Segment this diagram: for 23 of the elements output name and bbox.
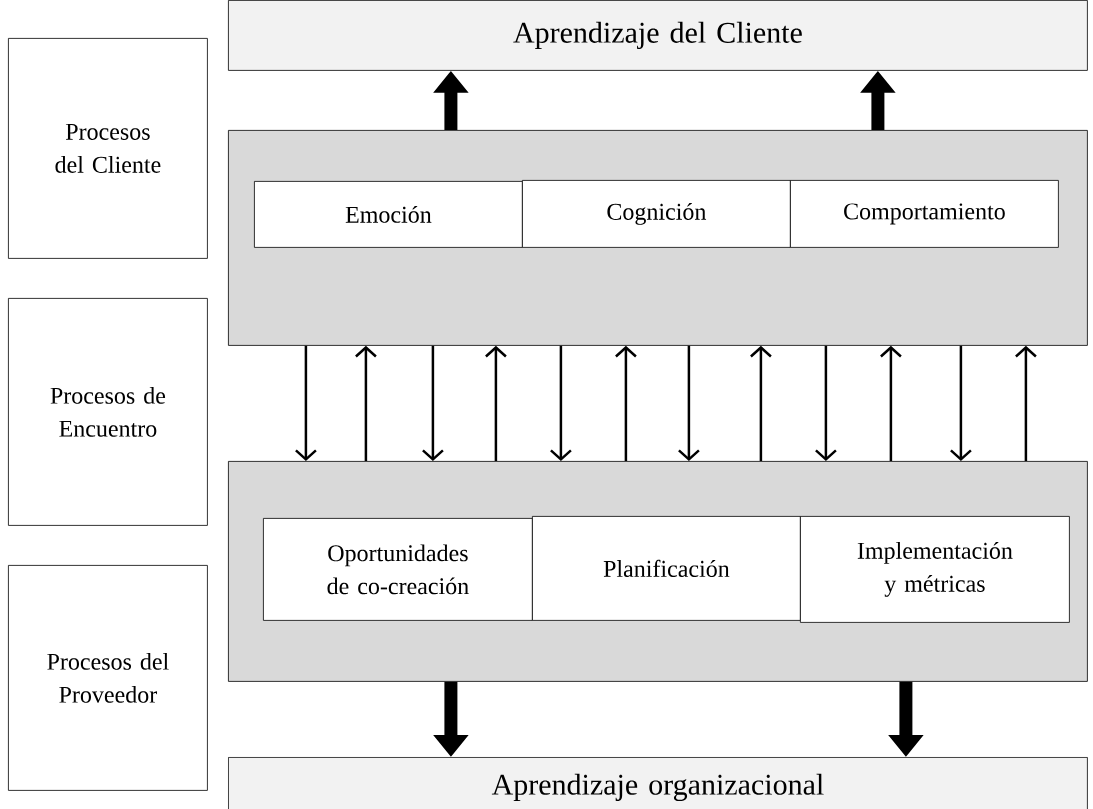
process-box: Planificación bbox=[532, 516, 801, 621]
arrow bbox=[422, 345, 444, 461]
process-box: Cognición bbox=[522, 180, 791, 248]
arrow bbox=[678, 345, 700, 461]
learning-band: Aprendizaje del Cliente bbox=[228, 0, 1088, 71]
arrow bbox=[295, 345, 317, 461]
process-box: Emoción bbox=[254, 181, 523, 248]
arrow bbox=[880, 345, 902, 461]
arrow bbox=[1015, 345, 1037, 461]
learning-band: Aprendizaje organizacional bbox=[228, 757, 1088, 809]
process-box: Oportunidades de co-creación bbox=[263, 518, 533, 621]
side-label-box: Procesos de Encuentro bbox=[8, 298, 208, 526]
process-box: Comportamiento bbox=[790, 180, 1059, 248]
arrow bbox=[815, 345, 837, 461]
arrow bbox=[615, 345, 637, 461]
arrow bbox=[550, 345, 572, 461]
arrow bbox=[750, 345, 772, 461]
arrow bbox=[485, 345, 507, 461]
side-label-box: Procesos del Cliente bbox=[8, 38, 208, 259]
arrow bbox=[950, 345, 972, 461]
process-box: Implementación y métricas bbox=[800, 516, 1070, 623]
arrow bbox=[355, 345, 377, 461]
side-label-box: Procesos del Proveedor bbox=[8, 565, 208, 791]
